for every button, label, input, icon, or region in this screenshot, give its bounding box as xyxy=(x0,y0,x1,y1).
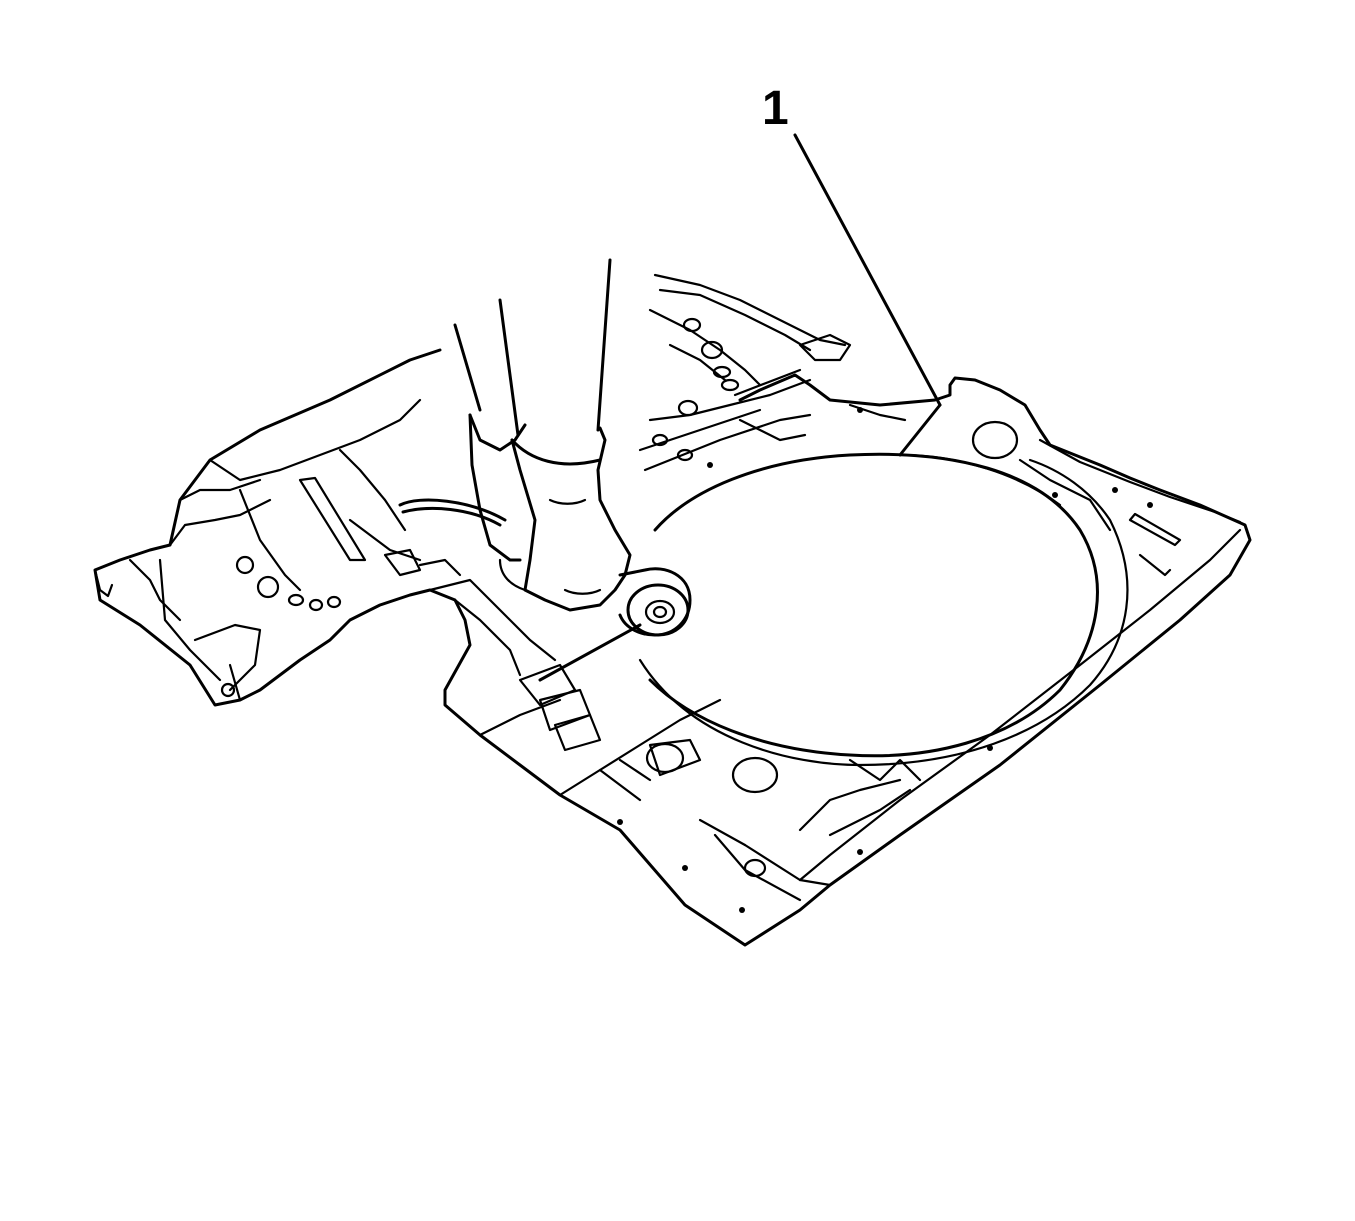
callout-leader-tail xyxy=(898,403,942,457)
hand-with-tool-icon xyxy=(398,258,692,682)
callout-1: 1 xyxy=(762,82,942,457)
callout-leader-line xyxy=(793,133,942,407)
callout-label: 1 xyxy=(762,82,789,135)
floor-panel xyxy=(93,273,1252,947)
